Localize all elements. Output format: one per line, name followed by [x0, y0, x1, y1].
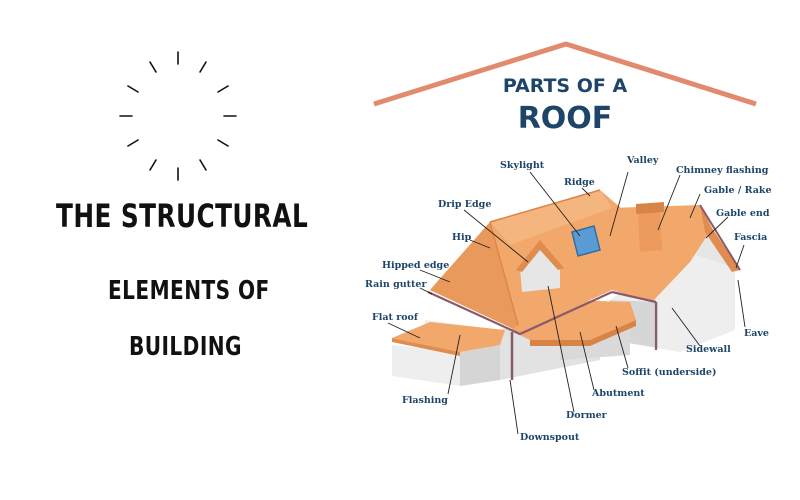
label-rain-gutter: Rain gutter [365, 279, 427, 290]
label-fascia: Fascia [734, 232, 767, 243]
label-soffit: Soffit (underside) [622, 367, 716, 378]
label-sidewall: Sidewall [686, 344, 731, 355]
label-gable-rake: Gable / Rake [704, 185, 772, 196]
roof-arch-outline [373, 41, 757, 107]
leader-lines [387, 171, 746, 435]
label-drip-edge: Drip Edge [438, 199, 491, 210]
label-downspout: Downspout [520, 432, 580, 443]
label-hipped-edge: Hipped edge [382, 260, 449, 271]
label-skylight: Skylight [500, 160, 545, 171]
house-illustration [392, 189, 741, 386]
headline-panel: THE STRUCTURAL ELEMENTS OF BUILDING [0, 0, 360, 500]
label-flat-roof: Flat roof [372, 312, 419, 323]
label-eave: Eave [744, 328, 769, 339]
label-hip: Hip [452, 232, 472, 243]
label-valley: Valley [626, 155, 659, 166]
headline-line-3: BUILDING [129, 332, 242, 362]
diagram-title-line-1: PARTS OF A [503, 75, 628, 97]
label-dormer: Dormer [566, 410, 608, 421]
diagram-title-line-2: ROOF [518, 101, 613, 136]
label-flashing: Flashing [402, 395, 448, 406]
label-ridge: Ridge [564, 177, 595, 188]
headline-line-2: ELEMENTS OF [108, 276, 270, 306]
label-chimney-flashing: Chimney flashing [676, 165, 769, 176]
loading-spinner-icon [119, 51, 237, 181]
headline-line-1: THE STRUCTURAL [56, 197, 309, 235]
label-abutment: Abutment [591, 388, 645, 399]
label-gable-end: Gable end [716, 208, 770, 219]
